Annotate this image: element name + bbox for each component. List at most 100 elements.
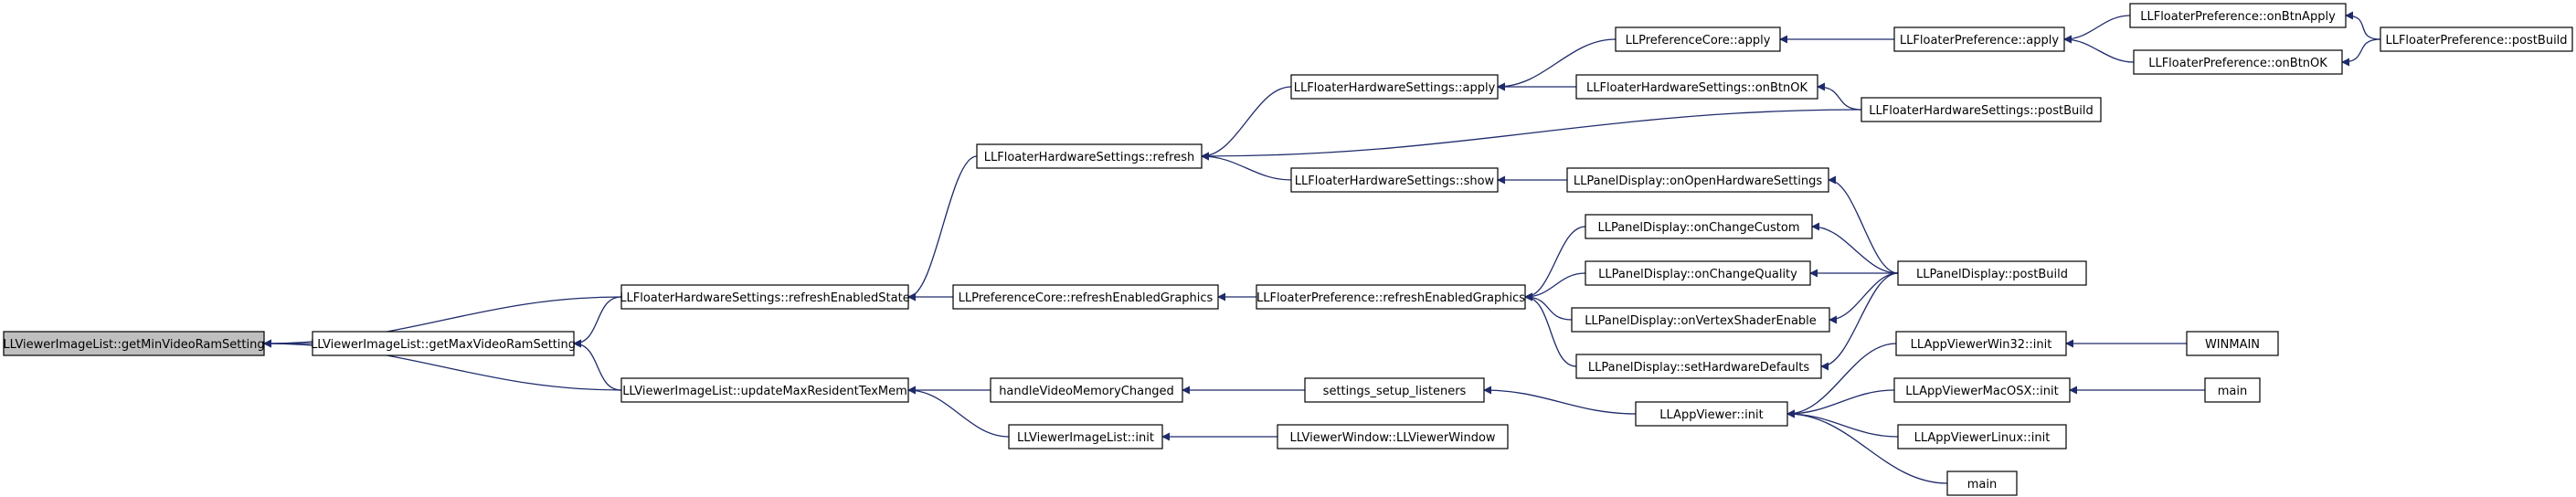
- node-img-list-init[interactable]: LLViewerImageList::init: [1008, 424, 1163, 449]
- node-fhs-show[interactable]: LLFloaterHardwareSettings::show: [1290, 167, 1499, 193]
- node-box: [1897, 260, 2087, 286]
- node-label: settings_setup_listeners: [1323, 385, 1467, 398]
- edge-fhsPostBuild-to-fhsOnBtnOK: [1817, 82, 1862, 111]
- node-box: [620, 284, 909, 310]
- node-label: LLViewerImageList::updateMaxResidentTexM…: [622, 385, 907, 398]
- node-box: [1008, 424, 1163, 449]
- edge-path: [1201, 109, 1862, 161]
- node-label: LLAppViewerWin32::init: [1911, 338, 2052, 352]
- edge-imgListInit-to-updateMax: [907, 386, 1010, 438]
- node-settings-listeners[interactable]: settings_setup_listeners: [1304, 377, 1485, 403]
- node-label: LLFloaterHardwareSettings::onBtnOK: [1586, 81, 1807, 95]
- node-winmain[interactable]: WINMAIN: [2186, 331, 2279, 356]
- edge-path: [1829, 272, 1899, 324]
- node-box: [1290, 74, 1499, 100]
- edge-path: [1820, 272, 1899, 371]
- node-box: [976, 143, 1203, 169]
- edge-path: [573, 339, 622, 391]
- node-pref-core-refresh[interactable]: LLPreferenceCore::refreshEnabledGraphics: [952, 284, 1219, 310]
- node-box: [1571, 307, 1830, 333]
- edge-fpOnBtnOK-to-fpApply: [2063, 35, 2135, 63]
- node-label: LLAppViewerMacOSX::init: [1905, 385, 2058, 398]
- edge-pdPostBuild-to-pdOnChangeCustom: [1811, 222, 1899, 274]
- edge-path: [1201, 152, 1292, 181]
- edge-path: [2063, 35, 2135, 63]
- node-label: LLFloaterPreference::onBtnApply: [2140, 10, 2336, 24]
- node-label: LLViewerWindow::LLViewerWindow: [1289, 431, 1495, 445]
- node-pd-post-build[interactable]: LLPanelDisplay::postBuild: [1897, 260, 2087, 286]
- node-pd-on-vse[interactable]: LLPanelDisplay::onVertexShaderEnable: [1571, 307, 1830, 333]
- edge-avMac-to-appViewerInit: [1786, 389, 1895, 418]
- edge-refresh-to-refreshEnabledState: [907, 155, 978, 301]
- node-fp-post-build[interactable]: LLFloaterPreference::postBuild: [2380, 26, 2573, 52]
- node-main1[interactable]: main: [1946, 471, 2018, 496]
- node-pd-on-open-hw[interactable]: LLPanelDisplay::onOpenHardwareSettings: [1566, 167, 1829, 193]
- node-fhs-post-build[interactable]: LLFloaterHardwareSettings::postBuild: [1860, 97, 2102, 122]
- edge-appViewerInit-to-settingsListeners: [1483, 386, 1637, 415]
- edge-path: [2063, 15, 2131, 44]
- node-main2[interactable]: main: [2204, 377, 2261, 403]
- node-label: LLPreferenceCore::apply: [1626, 34, 1771, 48]
- node-refresh[interactable]: LLFloaterHardwareSettings::refresh: [976, 143, 1203, 169]
- edge-path: [1817, 82, 1862, 111]
- node-pd-on-change-quality[interactable]: LLPanelDisplay::onChangeQuality: [1585, 260, 1811, 286]
- edge-path: [1524, 226, 1586, 301]
- node-av-mac[interactable]: LLAppViewerMacOSX::init: [1893, 377, 2071, 403]
- node-get-max[interactable]: LLViewerImageList::getMaxVideoRamSetting: [311, 331, 576, 356]
- node-label: LLViewerImageList::getMaxVideoRamSetting: [311, 338, 576, 352]
- node-fp-apply[interactable]: LLFloaterPreference::apply: [1893, 26, 2065, 52]
- edge-fhsPostBuild-to-refresh: [1201, 109, 1862, 161]
- node-pc-apply[interactable]: LLPreferenceCore::apply: [1615, 26, 1781, 52]
- node-label: LLFloaterHardwareSettings::apply: [1294, 81, 1496, 95]
- node-label: LLFloaterHardwareSettings::refreshEnable…: [620, 291, 909, 305]
- node-box: [1585, 260, 1811, 286]
- node-pd-on-change-custom[interactable]: LLPanelDisplay::onChangeCustom: [1585, 214, 1813, 239]
- node-box: [2204, 377, 2261, 403]
- node-root[interactable]: LLViewerImageList::getMinVideoRamSetting: [3, 331, 265, 356]
- node-fp-on-btn-ok[interactable]: LLFloaterPreference::onBtnOK: [2133, 49, 2343, 75]
- edge-path: [907, 386, 1010, 438]
- edge-path: [1524, 292, 1577, 367]
- node-fpref-refresh[interactable]: LLFloaterPreference::refreshEnabledGraph…: [1256, 284, 1526, 310]
- node-fp-on-btn-apply[interactable]: LLFloaterPreference::onBtnApply: [2129, 3, 2347, 28]
- node-av-win32[interactable]: LLAppViewerWin32::init: [1895, 331, 2067, 356]
- node-label: LLFloaterPreference::refreshEnabledGraph…: [1256, 291, 1525, 305]
- node-box: [1585, 214, 1813, 239]
- node-box: [2133, 49, 2343, 75]
- call-nodes: LLViewerImageList::getMinVideoRamSetting…: [3, 3, 2573, 496]
- node-label: LLViewerImageList::getMinVideoRamSetting: [3, 338, 264, 352]
- node-label: LLPanelDisplay::onOpenHardwareSettings: [1574, 174, 1823, 188]
- node-av-linux[interactable]: LLAppViewerLinux::init: [1897, 424, 2067, 449]
- edge-pdPostBuild-to-pdOnVSE: [1829, 272, 1899, 324]
- edge-pdPostBuild-to-pdSetHWDefaults: [1820, 272, 1899, 371]
- edge-fpPostBuild-to-fpOnBtnApply: [2345, 11, 2381, 40]
- edge-refreshEnabledState-to-getMax: [573, 296, 622, 348]
- node-box: [1895, 331, 2067, 356]
- edge-path: [1497, 38, 1617, 91]
- node-app-viewer-init[interactable]: LLAppViewer::init: [1635, 401, 1788, 427]
- node-box: [2186, 331, 2279, 356]
- node-label: LLFloaterPreference::apply: [1900, 34, 2059, 48]
- node-fhs-on-btn-ok[interactable]: LLFloaterHardwareSettings::onBtnOK: [1575, 74, 1818, 100]
- edge-path: [1786, 389, 1895, 418]
- node-label: LLFloaterHardwareSettings::refresh: [984, 151, 1194, 164]
- edge-updateMax-to-getMax: [573, 339, 622, 391]
- edge-path: [1483, 386, 1637, 415]
- node-label: LLPanelDisplay::onVertexShaderEnable: [1585, 314, 1817, 328]
- edge-path: [1524, 272, 1586, 301]
- node-fhs-apply[interactable]: LLFloaterHardwareSettings::apply: [1290, 74, 1499, 100]
- edge-fpPostBuild-to-fpOnBtnOK: [2341, 38, 2381, 67]
- node-label: LLPanelDisplay::onChangeQuality: [1598, 268, 1797, 281]
- edge-path: [1811, 222, 1899, 274]
- node-refresh-enabled-state[interactable]: LLFloaterHardwareSettings::refreshEnable…: [620, 284, 910, 310]
- node-box: [3, 331, 265, 356]
- edge-path: [1786, 409, 1899, 438]
- edge-path: [1786, 343, 1897, 418]
- edge-path: [573, 296, 622, 348]
- node-handle-vmc[interactable]: handleVideoMemoryChanged: [990, 377, 1183, 403]
- node-update-max[interactable]: LLViewerImageList::updateMaxResidentTexM…: [620, 377, 909, 403]
- node-label: main: [2218, 385, 2247, 398]
- node-pd-set-hwdefaults[interactable]: LLPanelDisplay::setHardwareDefaults: [1575, 354, 1822, 379]
- edge-avWin32-to-appViewerInit: [1786, 343, 1897, 418]
- node-viewer-window[interactable]: LLViewerWindow::LLViewerWindow: [1277, 424, 1509, 449]
